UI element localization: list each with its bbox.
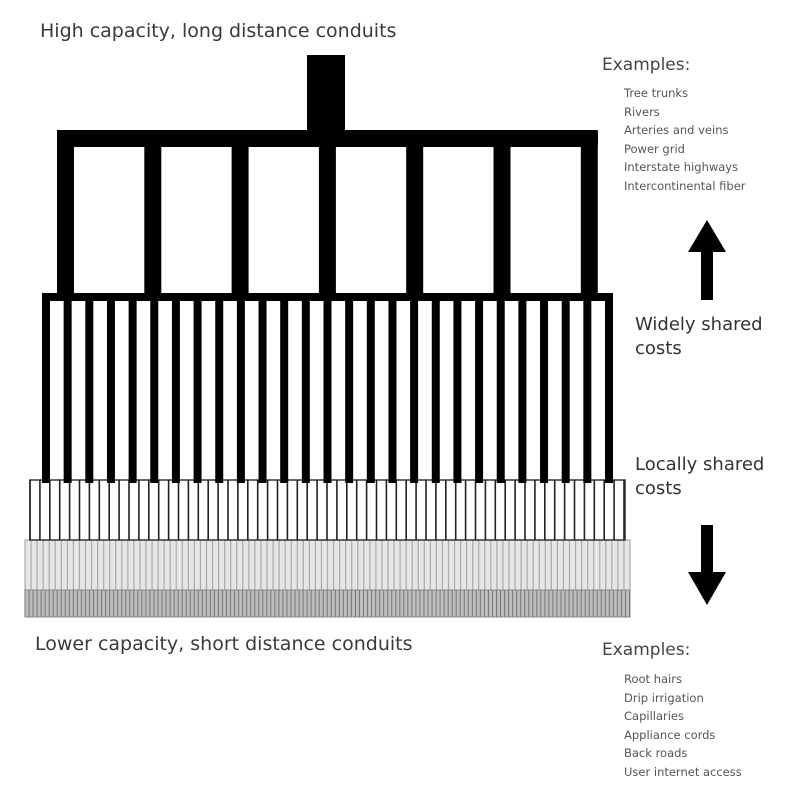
level2-conduit (236, 293, 245, 483)
level2-conduit (258, 293, 267, 483)
level1-conduit (318, 130, 336, 300)
list-item: Rivers (624, 104, 660, 119)
level2-conduit (280, 293, 289, 483)
locally-shared-line2: costs (635, 478, 682, 499)
level2-conduit (215, 293, 224, 483)
level2-conduit (540, 293, 549, 483)
widely-shared-label: Widely shared costs (635, 313, 763, 361)
locally-shared-line1: Locally shared (635, 454, 765, 475)
level2-conduit (431, 293, 440, 483)
level2-conduit (453, 293, 462, 483)
level1-conduit (580, 130, 598, 300)
bottom-examples-list: Root hairs Drip irrigation Capillaries A… (624, 670, 742, 781)
level2-conduit (561, 293, 570, 483)
level2-conduit (410, 293, 419, 483)
level2-conduit (106, 293, 115, 483)
trunk-conduit (307, 55, 345, 133)
widely-shared-line2: costs (635, 338, 682, 359)
list-item: Back roads (624, 746, 688, 760)
level2-conduit (301, 293, 310, 483)
level2-conduit (63, 293, 72, 483)
level1-conduit (493, 130, 511, 300)
locally-shared-label: Locally shared costs (635, 453, 764, 501)
top-examples-heading: Examples: (602, 55, 691, 75)
level2-conduit (193, 293, 202, 483)
level1-conduit (406, 130, 424, 300)
top-label: High capacity, long distance conduits (40, 20, 397, 42)
list-item: Drip irrigation (624, 690, 704, 705)
list-item: Root hairs (624, 672, 682, 686)
level2-conduit (496, 293, 505, 483)
level1-conduit (144, 130, 162, 300)
bottom-examples-heading: Examples: (602, 640, 691, 660)
list-item: Power grid (624, 141, 685, 156)
list-item: Appliance cords (624, 727, 716, 742)
bottom-label: Lower capacity, short distance conduits (35, 633, 413, 655)
level2-conduit (42, 293, 50, 483)
level1-conduit (231, 130, 249, 300)
level2-conduit (366, 293, 375, 483)
top-examples-list: Tree trunks Rivers Arteries and veins Po… (624, 84, 746, 195)
list-item: Interstate highways (624, 160, 739, 174)
list-item: Intercontinental fiber (624, 178, 746, 193)
up-arrow-icon (688, 220, 726, 300)
level2-conduit (605, 293, 613, 483)
level2-conduit (85, 293, 94, 483)
widely-shared-line1: Widely shared (635, 314, 763, 335)
level2-conduit (128, 293, 137, 483)
level2-conduit (323, 293, 332, 483)
list-item: Tree trunks (624, 86, 689, 100)
list-item: Capillaries (624, 709, 684, 723)
list-item: Arteries and veins (624, 123, 729, 137)
list-item: User internet access (624, 764, 742, 779)
level2-conduit (475, 293, 484, 483)
down-arrow-icon (688, 525, 726, 605)
level2-conduit (345, 293, 354, 483)
level2-conduit (518, 293, 527, 483)
level2-conduit (388, 293, 397, 483)
level1-conduit (57, 130, 74, 300)
level2-conduit (583, 293, 592, 483)
level2-conduit (171, 293, 180, 483)
level2-conduit (150, 293, 159, 483)
